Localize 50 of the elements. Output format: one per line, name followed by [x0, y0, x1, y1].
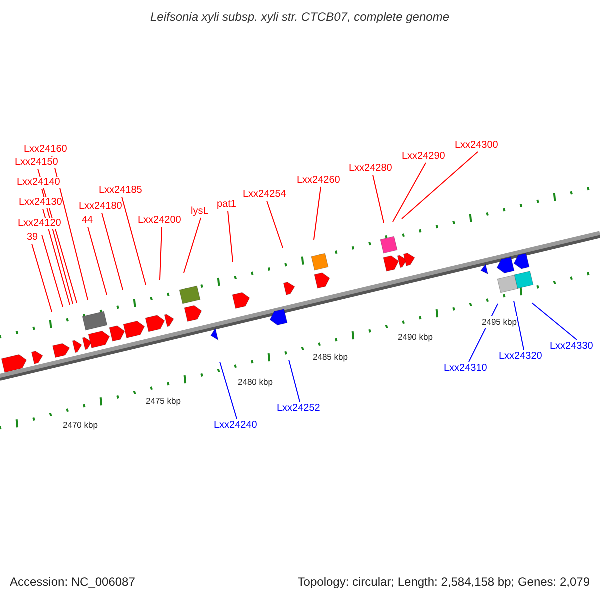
gene-label: Lxx24130 [19, 197, 62, 208]
leader-line [266, 200, 284, 248]
gene-label: Lxx24320 [499, 351, 542, 362]
leader-line [392, 162, 426, 222]
scale-label: 2490 kbp [398, 331, 433, 343]
leader-line [372, 174, 384, 224]
scale-label: 2495 kbp [482, 316, 517, 328]
gene-label: Lxx24185 [99, 185, 142, 196]
leader-line [52, 156, 88, 300]
gene-label: Lxx24160 [24, 144, 68, 155]
gene-label: 44 [82, 215, 94, 226]
leader-line [514, 300, 524, 350]
gene-label: Lxx24120 [18, 218, 62, 229]
accession-note: Accession: NC_006087 [10, 576, 136, 588]
scale-label: 2480 kbp [238, 376, 273, 388]
gene-label: Lxx24180 [79, 201, 122, 212]
gene-label: Lxx24300 [455, 140, 498, 151]
gene-label: Lxx24330 [550, 341, 594, 352]
scale-label: 2485 kbp [313, 351, 348, 363]
leader-line [32, 244, 52, 312]
genome-summary-note: Topology: circular; Length: 2,584,158 bp; Genes: 2,079 [298, 576, 590, 588]
gene-label: Lxx24240 [214, 420, 258, 431]
leader-line [314, 186, 322, 240]
scale-label: 2470 kbp [63, 419, 98, 431]
leader-line [532, 302, 578, 340]
leader-line [160, 226, 162, 280]
gene-label: Lxx24290 [402, 151, 446, 162]
gene-label: Lxx24260 [297, 175, 340, 186]
leader-line [288, 360, 300, 402]
leader-line [184, 218, 202, 274]
gene-label: pat1 [217, 199, 236, 210]
gene-label: Lxx24310 [444, 363, 488, 374]
leader-line [102, 212, 124, 290]
leader-line [402, 152, 478, 220]
gene-label: 39 [27, 232, 38, 243]
gene-label: lysL [191, 206, 209, 217]
gene-label: Lxx24140 [17, 177, 60, 188]
gene-label: Lxx24280 [349, 163, 392, 174]
leader-line [42, 208, 70, 306]
gene-label: Lxx24200 [138, 215, 182, 226]
scale-label: 2475 kbp [146, 395, 181, 407]
gene-label: Lxx24150 [15, 157, 58, 168]
leader-line [228, 210, 234, 262]
gene-label: Lxx24252 [277, 403, 320, 414]
leader-line [122, 196, 146, 286]
leader-line [42, 234, 64, 308]
leader-line [220, 362, 238, 420]
leader-line [88, 226, 108, 296]
gene-label: Lxx24254 [243, 189, 286, 200]
map-title: Leifsonia xyli subsp. xyli str. CTCB07, complete genome [149, 11, 450, 23]
